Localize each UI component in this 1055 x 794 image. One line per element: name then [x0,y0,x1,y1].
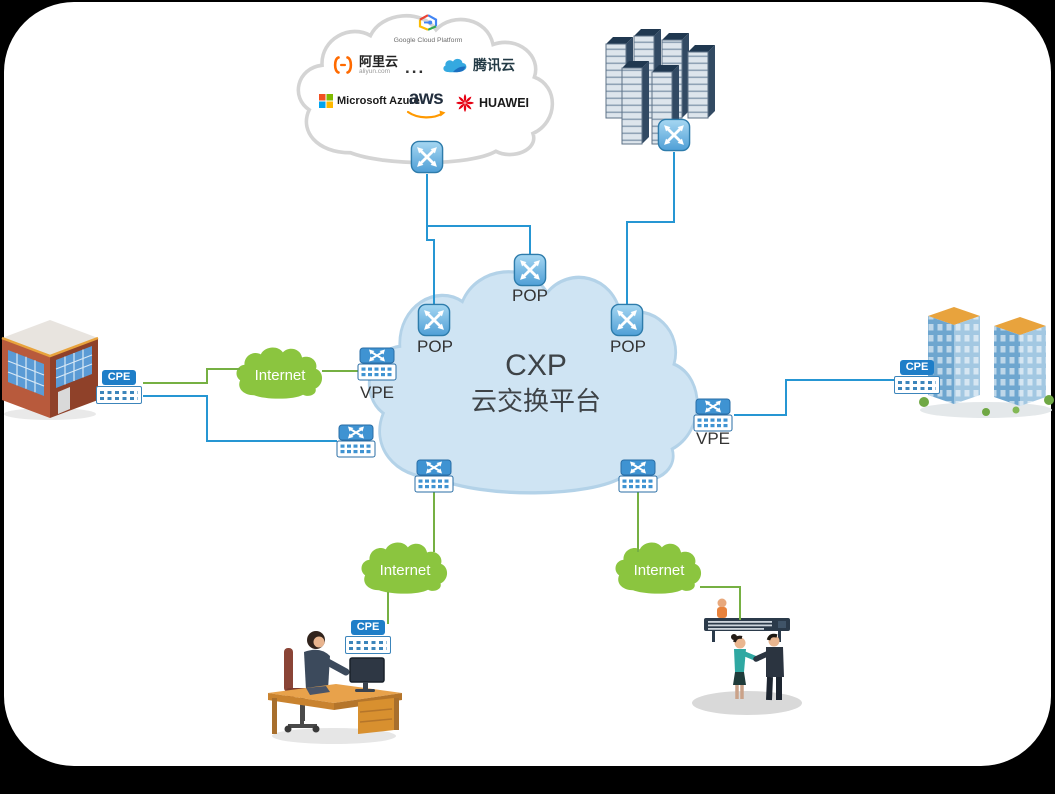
alibaba-cloud-icon [333,56,353,75]
cpe-ports-icon [96,386,142,404]
internet-cloud-left: Internet [232,342,328,404]
buildings-icon [919,307,1054,418]
people-meeting-icon [692,598,802,715]
cpe-ports-icon [894,376,940,394]
person-at-desk-icon [268,631,402,744]
huawei-logo: HUAWEI [455,93,529,113]
huawei-flower-icon [456,94,474,112]
aws-logo: aws [402,88,450,125]
google-cloud-logo: Google Cloud Platform [389,14,467,44]
google-cloud-label: Google Cloud Platform [393,37,463,44]
pop-right-label: POP [610,337,646,356]
microsoft-icon [319,94,333,108]
business-meeting-illustration [682,588,812,720]
cpe-ports-icon [345,636,391,654]
edge-switch-left-lower-icon [336,424,376,463]
tencent-cloud-logo: 腾讯云 [441,55,515,75]
office-buildings-right [918,300,1055,420]
huawei-label: HUAWEI [479,96,529,110]
alibaba-cloud-label: 阿里云 [359,54,399,69]
internet-cloud-bottom-right: Internet [611,537,707,599]
cpe-device-left: CPE [96,370,142,404]
google-cloud-icon [418,14,438,31]
pop-left-label: POP [417,337,453,356]
vpe-left-label: VPE [359,383,395,402]
cpe-device-bottom: CPE [345,620,391,654]
vpe-left-switch-icon [357,347,397,386]
cpe-label: CPE [899,360,935,375]
cpe-label: CPE [350,620,386,635]
cpe-label: CPE [101,370,137,385]
internet-label: Internet [633,561,685,579]
edge-switch-bottom-right-icon [618,459,658,498]
microsoft-azure-label: Microsoft Azure [337,95,420,107]
microsoft-azure-logo: Microsoft Azure [319,94,420,108]
internet-label: Internet [254,366,306,384]
cxp-subtitle: 云交换平台 [470,386,601,416]
office-worker-illustration [262,598,407,746]
alibaba-cloud-logo: 阿里云 aliyun.com [331,55,398,76]
pop-top-label: POP [512,286,548,305]
internet-label: Internet [379,561,431,579]
edge-switch-bottom-left-icon [414,459,454,498]
tencent-cloud-icon [443,58,467,72]
more-providers-ellipsis: ... [405,58,426,77]
cloud-providers-cloud: Google Cloud Platform 阿里云 aliyun.com ...… [285,0,570,178]
datacenter-router-icon [657,117,691,157]
cxp-title: CXP [505,349,567,382]
aws-smile-icon [406,110,446,119]
cxp-cloud: CXP 云交换平台 [352,248,720,516]
cpe-device-right: CPE [894,360,940,394]
alibaba-cloud-sublabel: aliyun.com [359,68,391,75]
cxp-cloud-text: CXP 云交换平台 [352,348,720,418]
vpe-right-label: VPE [695,429,731,448]
aws-label: aws [408,88,444,109]
provider-edge-router-icon [409,140,445,179]
office-building-left [0,308,100,420]
internet-cloud-bottom-left: Internet [357,537,453,599]
tencent-cloud-label: 腾讯云 [473,57,515,73]
building-icon [1,320,99,420]
